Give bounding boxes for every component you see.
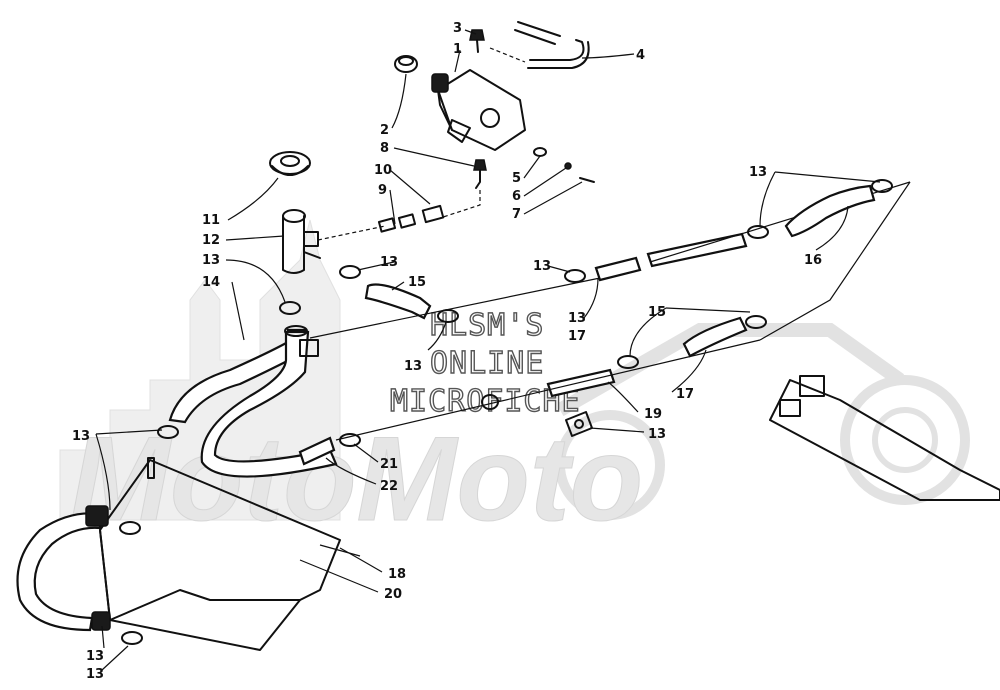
callout-16: 16 [804,253,822,268]
leader-lines [95,29,881,671]
engine-outline [759,181,1000,501]
hose-20 [16,505,111,632]
callout-13: 13 [202,253,220,268]
callout-15: 15 [408,275,426,290]
overflow-hose [489,21,590,69]
callout-21: 22 [380,479,398,494]
expansion-tank [431,69,526,151]
pipe-17-upper [309,181,911,339]
callout-5: 5 [512,171,521,186]
callout-6: 6 [512,189,521,204]
hose-15-upper [364,283,432,320]
hose-21 [298,436,336,466]
hose-16 [784,184,876,238]
callout-13: 15 [648,305,666,320]
radiator-cap [269,151,311,176]
callout-13: 13 [72,429,90,444]
callout-3: 3 [453,21,462,36]
callout-2: 2 [380,123,389,138]
callout-20: 13 [86,649,104,664]
watermark: MotoMoto HLSM'S ONLINE MICROFICHE [59,219,970,547]
callout-13: 13 [749,165,767,180]
radiator [99,457,361,651]
callout-13: 13 [86,667,104,682]
callout-labels: 3 1 4 2 8 10 9 5 6 7 11 12 13 14 13 15 1… [72,21,822,682]
filler-neck [282,209,386,274]
callout-19: 13 [648,427,666,442]
callout-13: 13 [380,255,398,270]
callout-9: 9 [378,183,387,198]
callout-13: 13 [533,259,551,274]
watermark-line-1: HLSM'S [430,308,544,343]
hose-upper-left [168,325,338,478]
callout-18: 20 [384,587,402,602]
callout-7: 7 [512,207,521,222]
callout-8: 8 [380,141,389,156]
watermark-logo: MotoMoto [70,412,643,546]
callout-22: 18 [388,567,406,582]
callout-13: 13 [568,311,586,326]
callout-13: 21 [380,457,398,472]
callout-10: 10 [374,163,392,178]
tank-fitting [469,29,485,53]
screw [579,177,595,183]
callout-12: 12 [202,233,220,248]
callout-15: 17 [676,387,694,402]
hose-15-lower [682,316,748,358]
washer [533,147,547,157]
callout-4: 4 [636,48,645,63]
watermark-line-2: ONLINE [430,346,544,381]
callout-17: 19 [644,407,662,422]
callout-1: 1 [453,42,462,57]
tank-cap [394,55,418,73]
callout-14: 14 [202,275,220,290]
pipe-17-lower [335,339,761,441]
callout-17: 17 [568,329,586,344]
lock-washer [564,162,572,170]
drain-fitting [377,159,487,233]
hose-clamps [119,179,893,645]
callout-11: 11 [202,213,220,228]
callout-13: 13 [404,359,422,374]
